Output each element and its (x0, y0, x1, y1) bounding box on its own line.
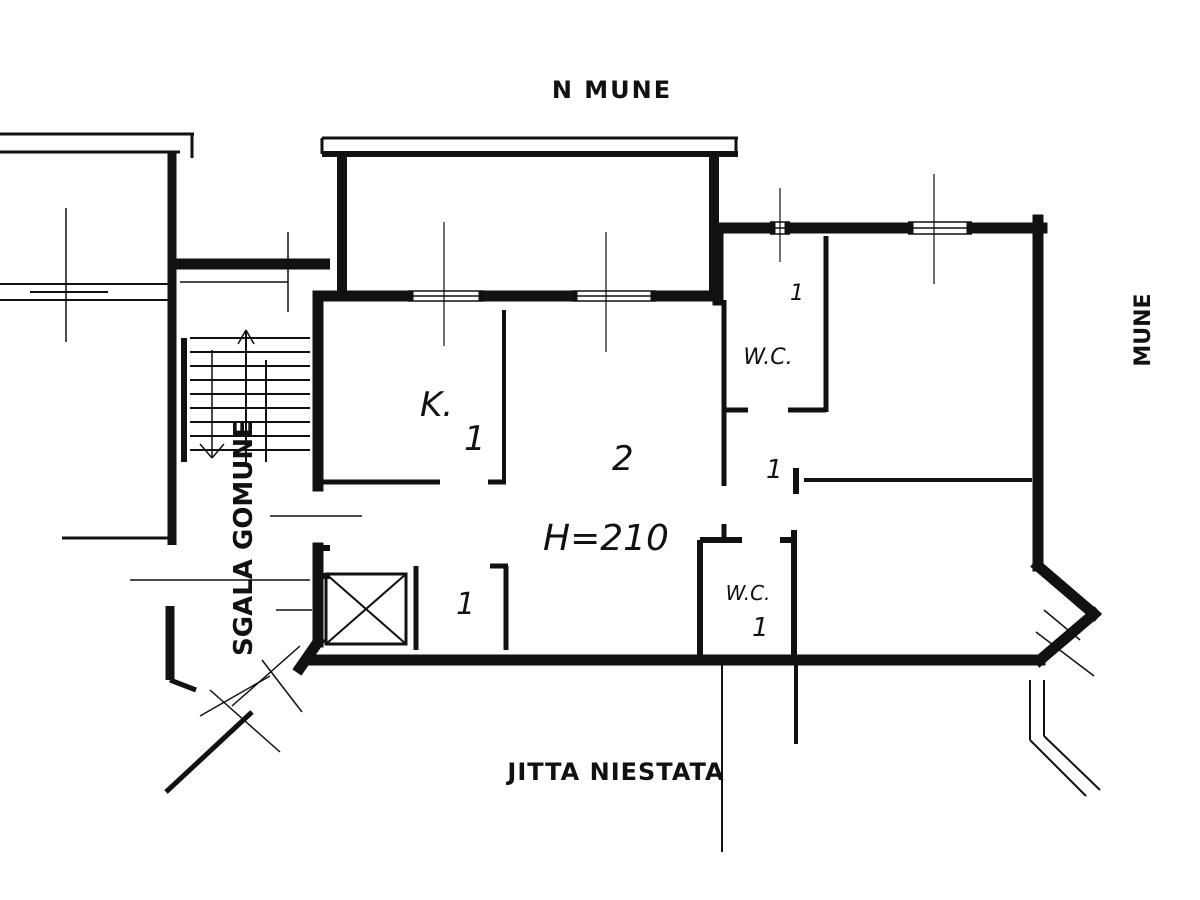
kitchen-number: 1 (464, 419, 486, 459)
top-neighbor-label: N MUNE (552, 76, 672, 104)
wc-upper-number: 1 (790, 281, 804, 306)
living-number: 2 (612, 439, 634, 479)
stairwell (130, 232, 362, 794)
stair-label: SGALA GOMUNE (229, 420, 259, 656)
bottom-street-label: JITTA NIESTATA (505, 758, 724, 786)
terrace (320, 136, 738, 296)
windows-top (408, 174, 972, 352)
left-neighbor-building (0, 132, 194, 545)
wc-lower-number: 1 (752, 613, 769, 643)
exterior-walls (292, 214, 1102, 676)
wc-upper-label: W.C. (743, 345, 792, 370)
right-neighbor-label: MUNE (1131, 293, 1156, 366)
height-label: H=210 (543, 518, 669, 559)
kitchen-label: K. (420, 385, 453, 425)
storage-number: 1 (456, 587, 475, 622)
wc-lower-label: W.C. (726, 581, 771, 605)
hall-number: 1 (766, 455, 783, 485)
interior-walls (318, 236, 1101, 852)
